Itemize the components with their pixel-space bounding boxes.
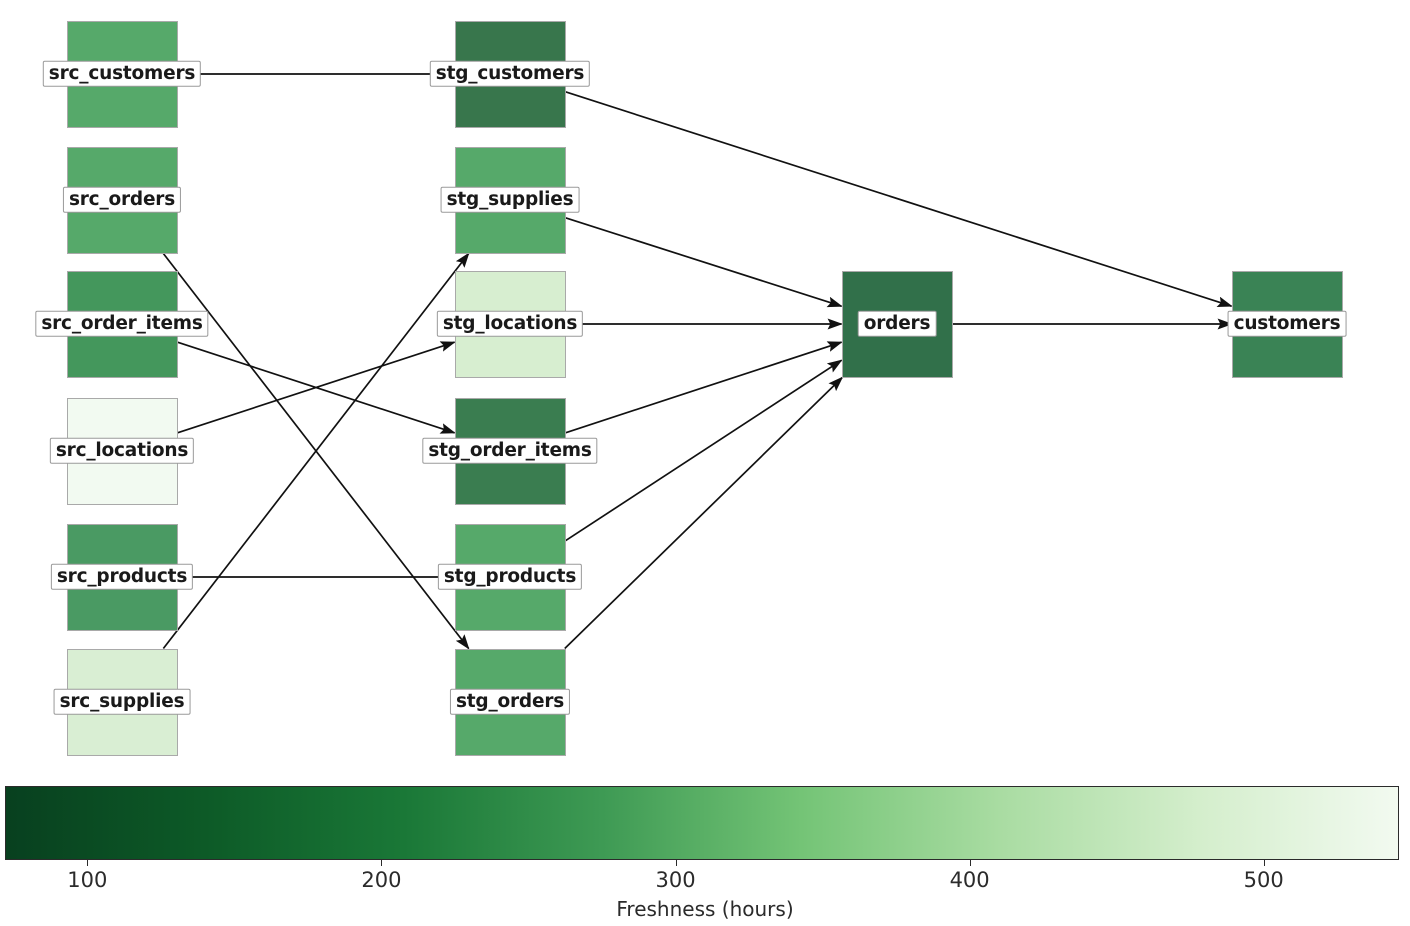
edge-src_order_items-to-stg_order_items — [177, 341, 456, 434]
edge-stg_supplies-to-orders — [565, 216, 843, 308]
node-label-src_orders: src_orders — [62, 186, 182, 214]
node-label-src_locations: src_locations — [49, 437, 195, 465]
colorbar-tick-300 — [675, 860, 677, 866]
node-label-customers: customers — [1227, 310, 1347, 338]
node-label-stg_locations: stg_locations — [436, 310, 584, 338]
colorbar-tick-label-100: 100 — [67, 868, 108, 892]
colorbar-tick-200 — [381, 860, 383, 866]
colorbar-tick-400 — [969, 860, 971, 866]
edge-stg_orders-to-orders — [564, 376, 844, 650]
node-label-stg_supplies: stg_supplies — [440, 186, 580, 214]
node-label-src_supplies: src_supplies — [53, 688, 191, 716]
colorbar-tick-label-300: 300 — [655, 868, 696, 892]
node-label-stg_customers: stg_customers — [429, 60, 591, 88]
edge-layer — [162, 73, 1233, 650]
node-label-stg_products: stg_products — [437, 563, 583, 591]
node-label-src_products: src_products — [50, 563, 194, 591]
node-label-src_order_items: src_order_items — [35, 310, 209, 338]
colorbar-tick-500 — [1263, 860, 1265, 866]
colorbar: 100 200 300 400 500 Freshness (hours) — [0, 775, 1410, 926]
colorbar-axis-label: Freshness (hours) — [616, 897, 794, 921]
edge-stg_order_items-to-orders — [565, 341, 843, 434]
edges-group — [162, 73, 1233, 650]
colorbar-tick-100 — [87, 860, 89, 866]
edge-src_locations-to-stg_locations — [177, 341, 456, 434]
colorbar-tick-label-400: 400 — [949, 868, 990, 892]
colorbar-tick-label-200: 200 — [361, 868, 402, 892]
colorbar-ticks: 100 200 300 400 500 — [0, 860, 1410, 900]
node-label-orders: orders — [857, 310, 937, 338]
colorbar-tick-label-500: 500 — [1243, 868, 1284, 892]
node-label-stg_orders: stg_orders — [449, 688, 571, 716]
edge-stg_products-to-orders — [565, 359, 843, 542]
node-label-stg_order_items: stg_order_items — [422, 437, 598, 465]
colorbar-gradient — [5, 786, 1399, 860]
node-label-src_customers: src_customers — [42, 60, 202, 88]
